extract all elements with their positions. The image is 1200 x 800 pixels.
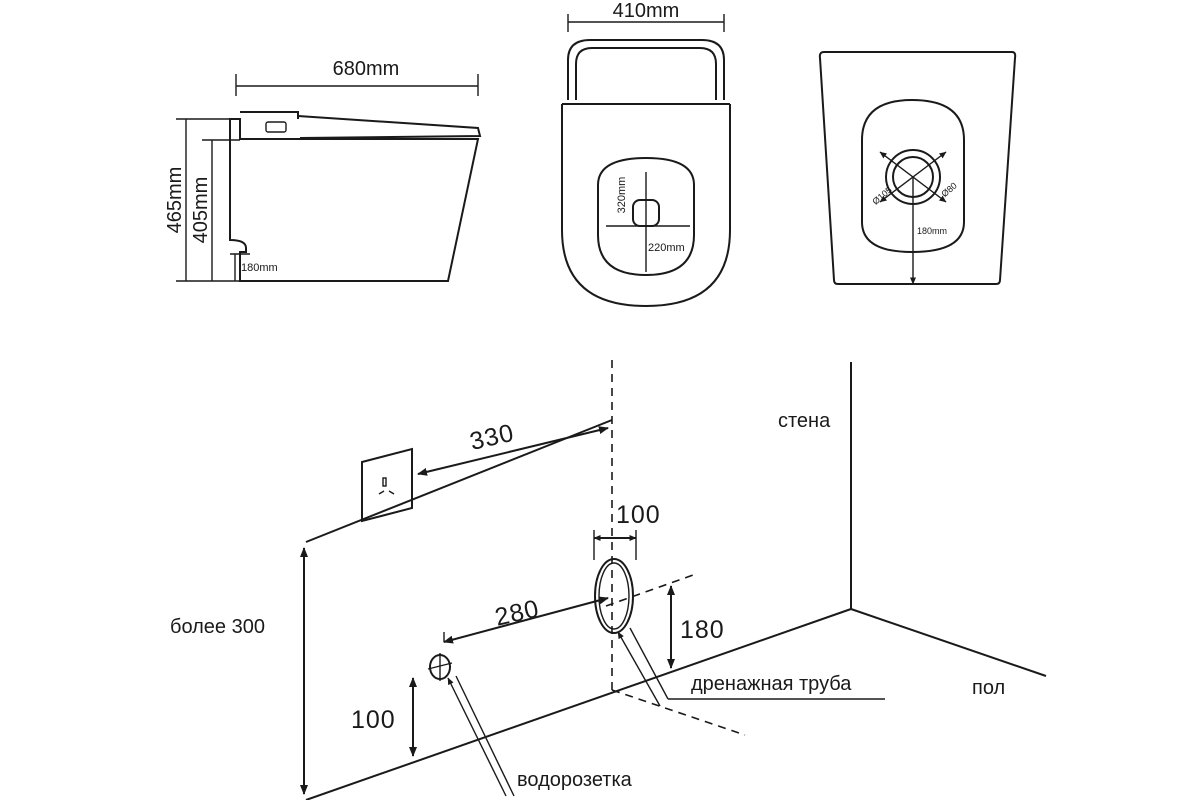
base-outline (818, 51, 1017, 285)
bowl-height-label: 405mm (190, 177, 212, 244)
side-view: 680mm 465mm 405mm 180mm (164, 58, 482, 282)
top-view: 410mm 320mm 220mm (561, 0, 731, 308)
floor-wall-line (305, 608, 852, 800)
inner-length-label: 320mm (616, 177, 628, 214)
base-opening (861, 98, 965, 254)
inlet-height-label: 100 (351, 706, 396, 734)
socket-height-label: более 300 (170, 616, 265, 638)
floor-right-line (850, 608, 1047, 677)
pipe-height-label: 180 (680, 616, 725, 644)
drain-pipe (594, 558, 634, 634)
inner-diameter-label: Ø80 (939, 180, 958, 199)
wall-label: стена (778, 410, 831, 432)
bowl-opening (597, 156, 695, 277)
socket-distance-label: 330 (467, 419, 517, 456)
toilet-side-outline (229, 118, 480, 282)
total-height-label: 465mm (164, 167, 186, 234)
length-label: 680mm (333, 58, 400, 80)
pipe-diameter-label: 100 (616, 501, 661, 529)
water-outlet (427, 653, 453, 681)
inner-width-label: 220mm (648, 242, 685, 254)
outer-diameter-label: Ø105 (870, 185, 893, 207)
outlet-height-label: 180mm (241, 262, 278, 274)
width-label: 410mm (613, 0, 680, 22)
socket-distance-line (417, 426, 609, 476)
electrical-socket (361, 447, 413, 523)
drain-pipe-label: дренажная труба (691, 673, 852, 695)
inlet-distance-line (443, 596, 609, 644)
control-panel (265, 121, 287, 133)
installation-diagram: стена пол 330 100 280 180 (170, 360, 1047, 800)
bowl-outline (561, 104, 731, 308)
water-outlet-label: водорозетка (517, 769, 633, 791)
inlet-distance-label: 280 (492, 594, 542, 631)
bottom-view: Ø105 Ø80 180mm (818, 51, 1017, 285)
floor-label: пол (972, 677, 1005, 699)
center-distance-label: 180mm (917, 226, 947, 236)
